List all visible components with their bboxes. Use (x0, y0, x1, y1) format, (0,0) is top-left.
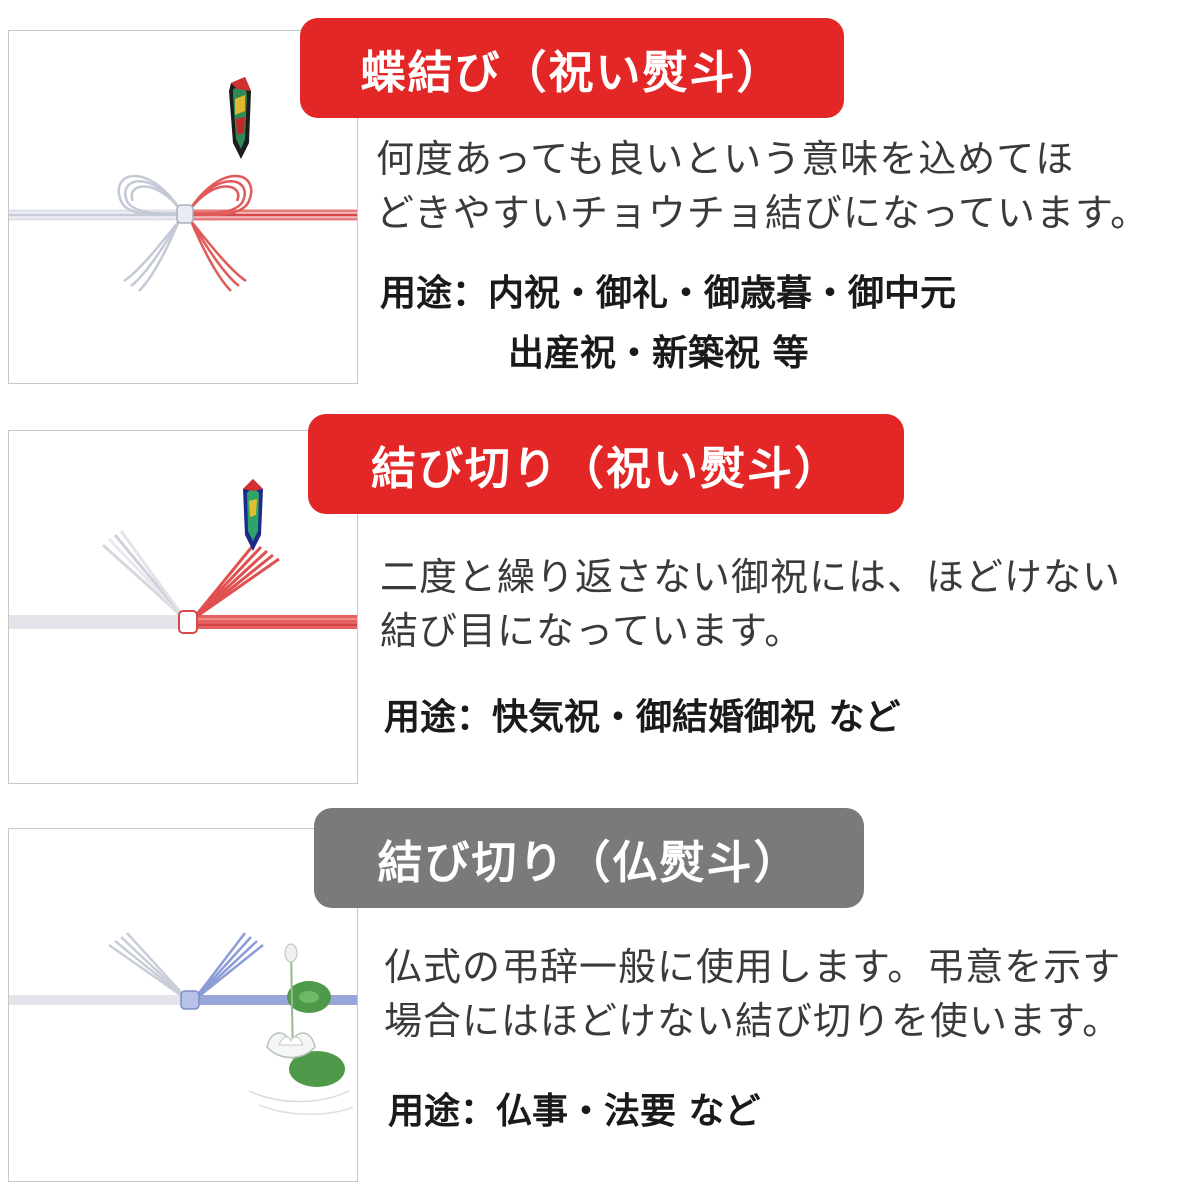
description-line: 二度と繰り返さない御祝には、ほどけない (380, 555, 1122, 599)
mizuhiki-horizontal-cord (9, 995, 357, 1005)
section-title: 結び切り（祝い熨斗） (308, 414, 904, 514)
section-description: 何度あっても良いという意味を込めてほ どきやすいチョウチョ結びになっています。 (376, 132, 1149, 240)
section-musubikiri-buddhist: 結び切り（仏熨斗） 仏式の弔辞一般に使用します。弔意を示す 場合にはほどけない結… (0, 800, 1200, 1200)
cord-end-right (192, 932, 264, 1002)
usage-line: 内祝・御礼・御歳暮・御中元 (488, 273, 957, 314)
description-line: 結び目になっています。 (380, 609, 804, 653)
section-musubikiri-celebration: 結び切り（祝い熨斗） 二度と繰り返さない御祝には、ほどけない 結び目になっていま… (0, 400, 1200, 800)
mizuhiki-horizontal-cord (9, 615, 357, 629)
cord-end-right (191, 542, 280, 621)
noshi-ornament-icon (243, 479, 263, 551)
usage-label: 用途： (388, 1091, 497, 1132)
musubikiri-celebration-illustration (9, 479, 357, 634)
section-usage: 用途：快気祝・御結婚御祝 など (384, 688, 901, 748)
bow-loop-right (187, 174, 253, 292)
chouchou-musubi-illustration (9, 77, 357, 292)
section-description: 仏式の弔辞一般に使用します。弔意を示す 場合にはほどけない結び切りを使います。 (384, 940, 1121, 1048)
musubikiri-celebration-image (8, 430, 358, 784)
section-usage: 用途：内祝・御礼・御歳暮・御中元 出産祝・新築祝 等 (380, 264, 956, 384)
musubikiri-buddhist-illustration (9, 932, 357, 1115)
usage-line: 快気祝・御結婚御祝 など (492, 697, 901, 738)
cord-knot (180, 990, 200, 1010)
usage-line: 出産祝・新築祝 等 (508, 333, 809, 374)
musubikiri-buddhist-image (8, 828, 358, 1182)
usage-line: 仏事・法要 など (496, 1091, 761, 1132)
description-line: 場合にはほどけない結び切りを使います。 (384, 999, 1122, 1043)
cord-end-left (108, 932, 190, 1003)
usage-label: 用途： (384, 697, 493, 738)
section-title: 蝶結び（祝い熨斗） (300, 18, 844, 118)
section-chouchou-musubi: 蝶結び（祝い熨斗） 何度あっても良いという意味を込めてほ どきやすいチョウチョ結… (0, 0, 1200, 400)
lotus-icon (248, 943, 354, 1115)
cord-knot (178, 610, 198, 634)
section-title: 結び切り（仏熨斗） (314, 808, 864, 908)
section-usage: 用途：仏事・法要 など (388, 1082, 761, 1142)
bow-knot (176, 204, 194, 224)
noshi-ornament-icon (229, 77, 251, 159)
section-description: 二度と繰り返さない御祝には、ほどけない 結び目になっています。 (380, 550, 1121, 658)
description-line: どきやすいチョウチョ結びになっています。 (376, 191, 1150, 235)
bow-loop-left (117, 174, 183, 292)
description-line: 仏式の弔辞一般に使用します。弔意を示す (384, 945, 1122, 989)
chouchou-musubi-image (8, 30, 358, 384)
description-line: 何度あっても良いという意味を込めてほ (376, 137, 1075, 181)
cord-end-left (101, 530, 187, 621)
usage-label: 用途： (380, 273, 489, 314)
